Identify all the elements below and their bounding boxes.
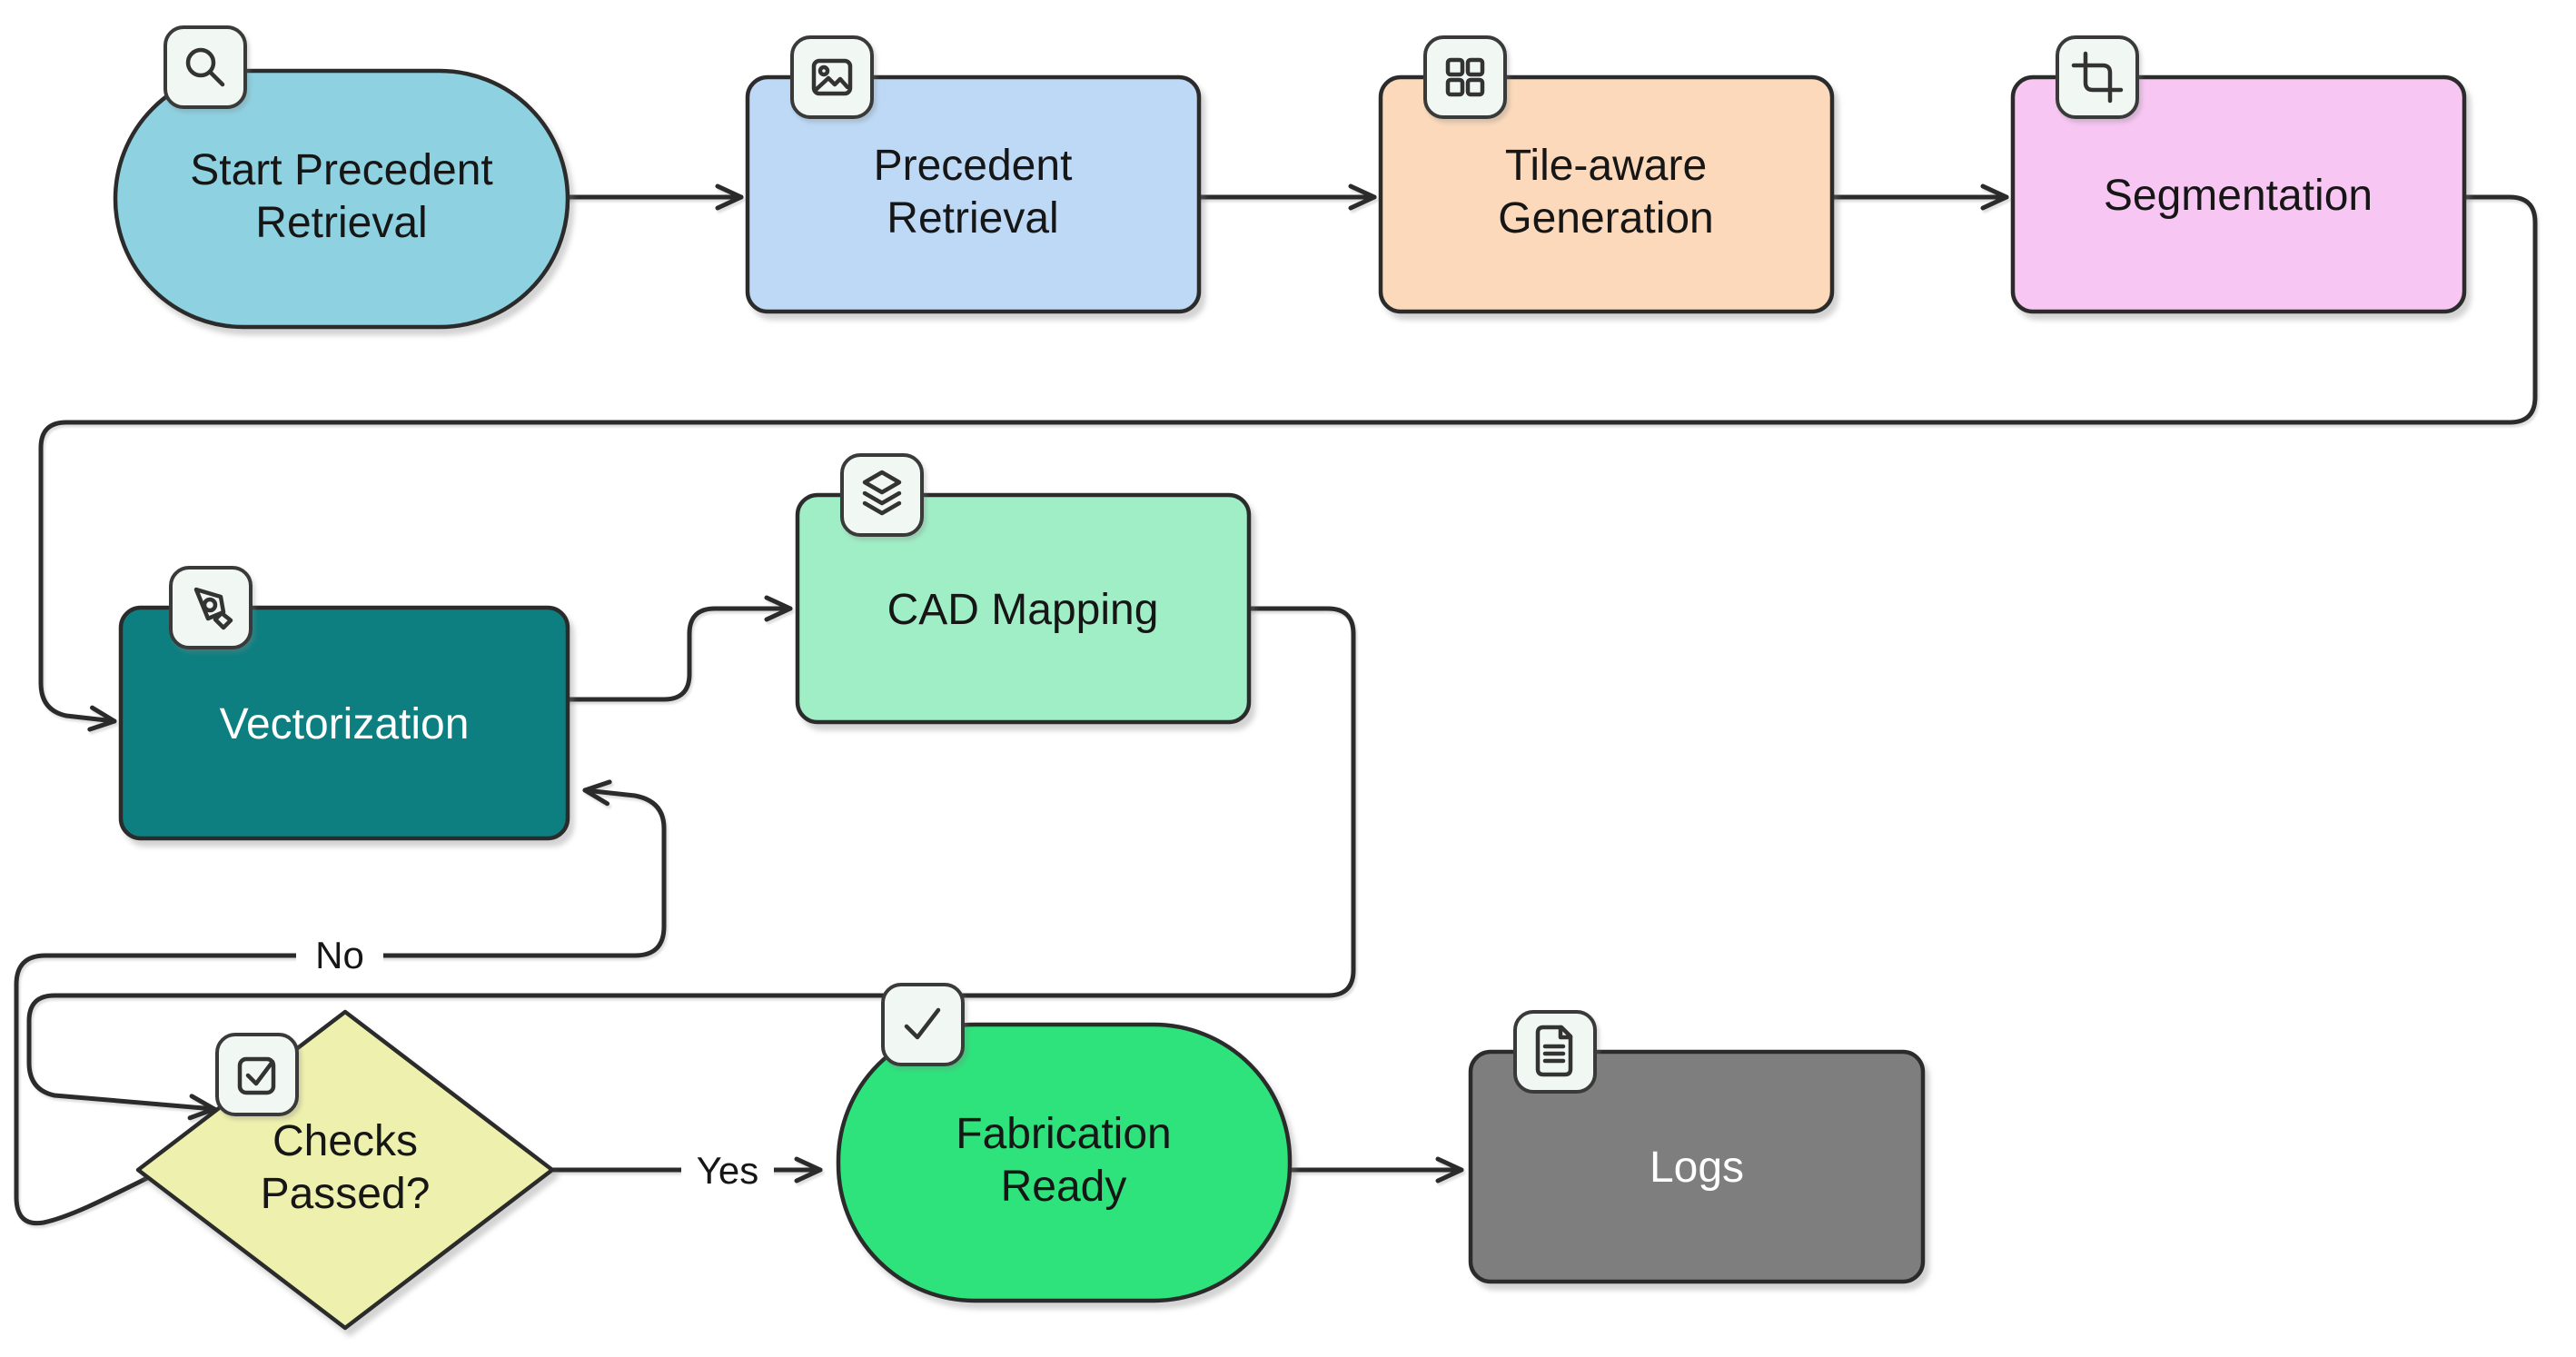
image-icon [811, 58, 853, 96]
fabrication-ready-label-line1: Fabrication [956, 1110, 1171, 1158]
precedent-retrieval-badge [790, 35, 874, 119]
segmentation-badge [2056, 35, 2139, 119]
start-precedent-retrieval-label-line2: Retrieval [255, 199, 427, 247]
precedent-retrieval-shape [745, 74, 1202, 314]
crop-icon [2071, 51, 2124, 104]
vectorization-label: Vectorization [220, 700, 470, 748]
node-segmentation: Segmentation [2010, 35, 2467, 314]
edge-label-no: No [296, 923, 383, 983]
segmentation-shape [2010, 74, 2467, 314]
pen-tool-icon [193, 587, 233, 630]
tile-aware-generation-label-line1: Tile-aware [1505, 142, 1707, 190]
segmentation-label: Segmentation [2104, 172, 2373, 220]
grid-icon [1445, 57, 1485, 97]
start-precedent-retrieval-label-line1: Start Precedent [190, 146, 493, 194]
cad-mapping-label: CAD Mapping [887, 586, 1159, 634]
edge-vectorization-to-cad [565, 595, 793, 702]
tile-aware-generation-shape [1378, 74, 1835, 314]
fabrication-ready-badge [881, 983, 965, 1066]
vectorization-badge [169, 566, 253, 649]
fabrication-ready-shape [836, 1022, 1293, 1303]
edge-label-yes: Yes [681, 1137, 774, 1199]
tile-aware-generation-label-line2: Generation [1498, 194, 1714, 243]
edge-label-yes-text: Yes [697, 1149, 759, 1192]
checks-passed-badge [215, 1033, 299, 1116]
precedent-retrieval-label-line1: Precedent [874, 142, 1073, 190]
checkbox-icon [237, 1056, 276, 1095]
node-fabrication-ready: Fabrication Ready [836, 983, 1293, 1303]
node-logs: Logs [1468, 1010, 1926, 1284]
cad-mapping-shape [795, 492, 1252, 725]
node-tile-aware-generation: Tile-aware Generation [1378, 35, 1835, 314]
checks-passed-label-line2: Passed? [261, 1170, 431, 1218]
edge-label-yes-bg [681, 1137, 774, 1199]
node-checks-passed: Checks Passed? [135, 1009, 555, 1331]
start-precedent-retrieval-shape [113, 68, 570, 330]
edge-segmentation-to-vectorization [38, 194, 2538, 732]
logs-shape [1468, 1049, 1926, 1284]
fabrication-ready-label-line2: Ready [1001, 1163, 1127, 1211]
node-layer: Start Precedent Retrieval Precedent Retr… [113, 25, 2467, 1331]
precedent-retrieval-label-line2: Retrieval [887, 194, 1058, 243]
node-start-precedent-retrieval: Start Precedent Retrieval [113, 25, 570, 330]
node-cad-mapping: CAD Mapping [795, 453, 1252, 725]
edge-label-no-text: No [315, 934, 364, 976]
node-vectorization: Vectorization [118, 566, 570, 841]
tile-aware-generation-badge [1423, 35, 1507, 119]
cad-mapping-badge [840, 453, 924, 537]
logs-badge [1513, 1010, 1597, 1094]
checks-passed-label-line1: Checks [272, 1117, 418, 1165]
edge-label-no-bg [296, 923, 383, 983]
edge-cad-to-checks [26, 606, 1356, 1121]
search-icon [185, 47, 225, 87]
node-precedent-retrieval: Precedent Retrieval [745, 35, 1202, 314]
logs-label: Logs [1650, 1144, 1744, 1192]
vectorization-shape [118, 605, 570, 841]
start-precedent-retrieval-badge [163, 25, 247, 109]
check-icon [904, 1007, 941, 1040]
layers-icon [862, 470, 902, 516]
edge-checks-no-to-vectorization [14, 779, 667, 1226]
file-text-icon [1535, 1025, 1573, 1077]
edge-layer [14, 183, 2538, 1226]
